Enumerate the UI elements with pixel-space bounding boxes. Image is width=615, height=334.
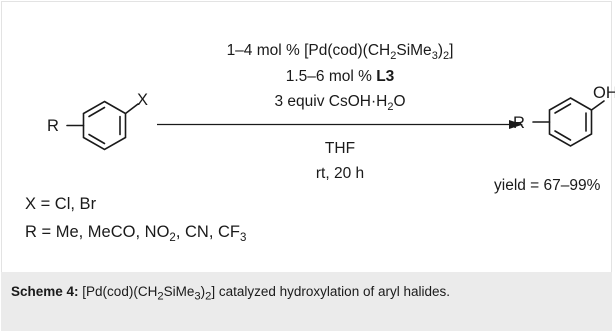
scheme-caption: Scheme 4: [Pd(cod)(CH2SiMe3)2] catalyzed… [1, 272, 612, 331]
product-oh-label: OH [593, 84, 615, 102]
reactant-r-label: R [47, 117, 59, 135]
condition-solvent: THF [325, 140, 355, 157]
r-definition: R = Me, MeCO, NO2, CN, CF3 [25, 223, 246, 244]
condition-temp-time: rt, 20 h [316, 165, 364, 182]
condition-base: 3 equiv CsOH·H2O [274, 93, 405, 113]
reactant-x-label: X [137, 91, 148, 109]
yield-label: yield = 67–99% [494, 177, 601, 194]
reaction-arrow [157, 120, 523, 129]
product-benzene-ring [532, 97, 605, 147]
x-definition: X = Cl, Br [25, 195, 97, 213]
condition-ligand: 1.5–6 mol % L3 [286, 68, 395, 85]
reaction-scheme: R X 1–4 mol % [Pd(cod)(CH2SiMe3)2] 1.5–6… [25, 42, 615, 244]
reactant-benzene-ring [66, 100, 139, 151]
condition-catalyst: 1–4 mol % [Pd(cod)(CH2SiMe3)2] [227, 42, 454, 62]
product-r-label: R [513, 114, 525, 132]
caption-label: Scheme 4: [11, 284, 79, 299]
